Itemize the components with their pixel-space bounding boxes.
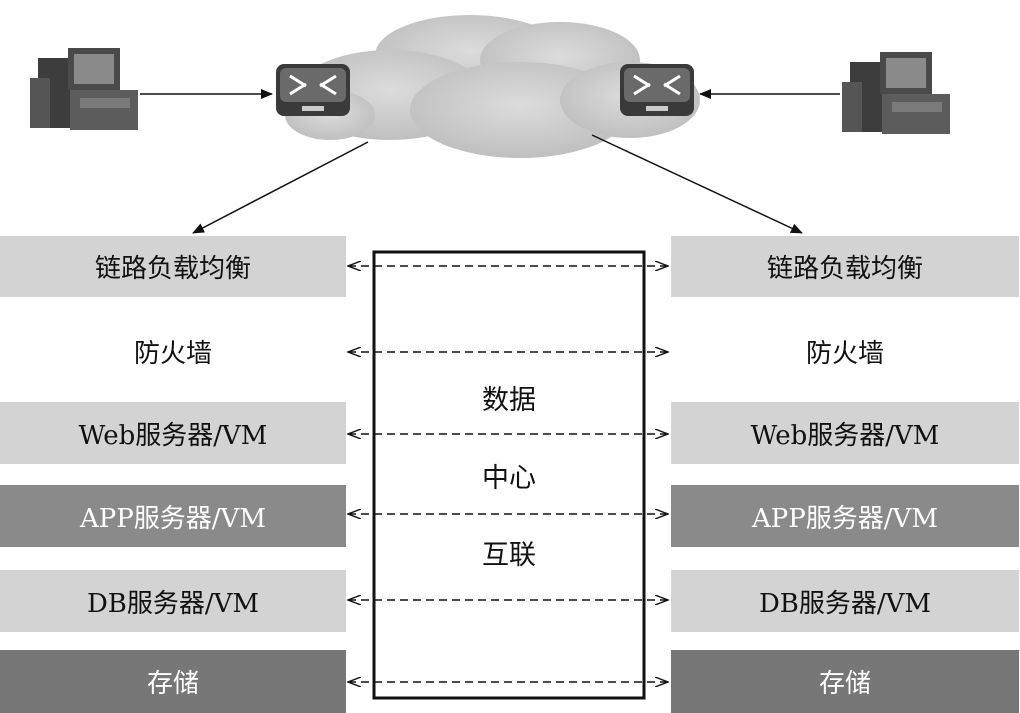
left-db-label: DB服务器/VM [86, 588, 260, 619]
left-app-bar [0, 485, 346, 547]
left-lb-label: 链路负载均衡 [94, 254, 251, 284]
right-app-label: APP服务器/VM [752, 503, 938, 534]
right-storage-bar [671, 650, 1019, 713]
right-web-label: Web服务器/VM [750, 420, 940, 451]
right-db-bar [671, 570, 1019, 632]
right-app-bar [671, 485, 1019, 547]
right-storage-label: 存储 [818, 669, 871, 699]
dci-label-line1: 数据 [482, 385, 536, 416]
right-lb-bar [671, 236, 1019, 297]
right-web-bar [671, 402, 1019, 464]
right-workstation-icon [842, 52, 950, 134]
right-cloud-link-arrow [591, 134, 803, 234]
dci-box [372, 250, 646, 700]
dci-label-line3: 互联 [482, 540, 536, 571]
left-fw-label: 防火墙 [133, 338, 212, 369]
left-workstation-icon [30, 48, 138, 130]
right-db-label: DB服务器/VM [758, 588, 932, 619]
network-cloud-icon [285, 15, 700, 158]
left-lb-bar [0, 236, 346, 297]
left-storage-label: 存储 [146, 669, 199, 699]
left-storage-bar [0, 650, 346, 713]
right-router-icon [620, 64, 694, 116]
dci-label-line2: 中心 [482, 463, 536, 494]
left-router-icon [276, 64, 350, 116]
right-fw-label: 防火墙 [805, 338, 884, 369]
left-db-bar [0, 570, 346, 632]
left-cloud-link-arrow [192, 141, 369, 234]
left-web-bar [0, 402, 346, 464]
right-lb-label: 链路负载均衡 [766, 254, 923, 284]
left-web-label: Web服务器/VM [78, 420, 268, 451]
left-app-label: APP服务器/VM [80, 503, 266, 534]
